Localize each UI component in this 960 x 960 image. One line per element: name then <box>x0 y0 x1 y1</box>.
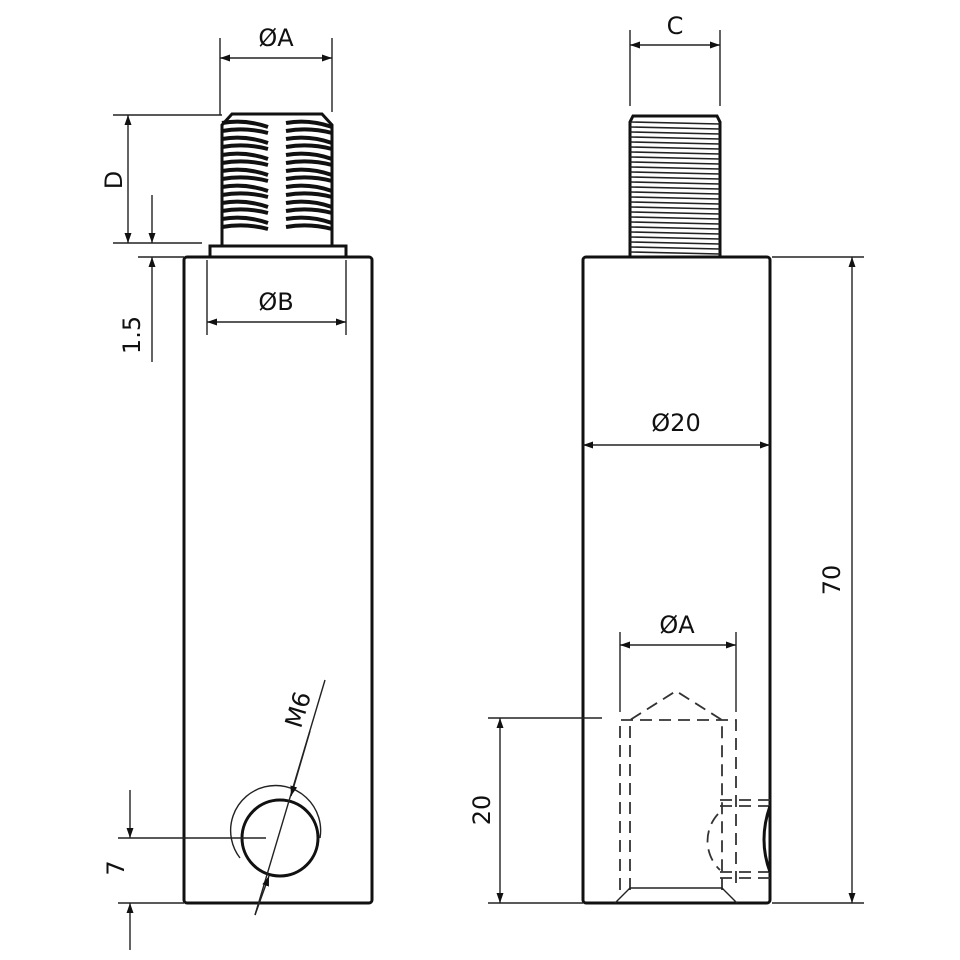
dim-bore-diameter: ØA <box>619 611 737 712</box>
thread-coil <box>221 167 269 183</box>
thread-line <box>629 236 721 240</box>
thread-line <box>629 176 721 180</box>
dim-label-thread-width: C <box>667 12 684 40</box>
dim-label-bore-diameter: ØA <box>659 611 695 639</box>
left-collar <box>208 244 348 257</box>
dim-label-collar: 1.5 <box>118 316 146 354</box>
thread-coil <box>285 215 333 231</box>
thread-line <box>629 141 721 145</box>
thread-line <box>629 166 721 170</box>
thread-coil <box>285 135 333 151</box>
thread-line <box>629 171 721 175</box>
dim-label-collar-diameter: ØB <box>258 288 293 316</box>
thread-line <box>629 161 721 165</box>
dim-thread-width: C <box>629 12 721 106</box>
thread-line <box>629 206 721 210</box>
thread-coil <box>221 215 269 231</box>
cross-hole-cut <box>762 805 772 873</box>
thread-line <box>629 121 721 125</box>
thread-line <box>629 191 721 195</box>
thread-line <box>629 156 721 160</box>
dim-label-thread-length: D <box>100 171 128 189</box>
thread-line <box>629 246 721 250</box>
thread-coil <box>221 135 269 151</box>
thread-line <box>629 241 721 245</box>
thread-line <box>629 251 721 255</box>
right-thread-outline <box>628 114 722 257</box>
dim-label-hole-position: 7 <box>102 860 130 875</box>
thread-line <box>629 181 721 185</box>
thread-line <box>629 186 721 190</box>
dim-label-bore-depth: 20 <box>468 795 496 826</box>
left-thread-coils <box>221 119 333 231</box>
dim-label-thread-diameter: ØA <box>258 24 294 52</box>
thread-line <box>629 126 721 130</box>
thread-line <box>629 226 721 230</box>
bore-hidden-outer <box>619 719 737 890</box>
left-view <box>182 112 374 905</box>
thread-line <box>629 231 721 235</box>
dim-body-diameter: Ø20 <box>583 409 770 449</box>
cross-hole-thread-arc <box>229 784 322 859</box>
dim-cross-hole-thread: M6 <box>254 679 326 916</box>
thread-line <box>629 201 721 205</box>
dim-thread-length: D <box>100 114 222 244</box>
thread-line <box>629 221 721 225</box>
thread-line <box>629 216 721 220</box>
thread-coil <box>285 119 333 135</box>
dim-label-body-diameter: Ø20 <box>651 409 700 437</box>
dim-label-total-length: 70 <box>818 565 846 596</box>
right-body <box>581 255 772 905</box>
thread-line <box>629 196 721 200</box>
dim-total-length: 70 <box>772 256 864 904</box>
bore-bottom-chamfer <box>614 887 738 904</box>
thread-coil <box>221 151 269 167</box>
thread-coil <box>221 183 269 199</box>
thread-coil <box>285 199 333 215</box>
thread-coil <box>221 199 269 215</box>
left-body <box>182 255 374 905</box>
dim-collar-diameter: ØB <box>206 260 347 335</box>
thread-coil <box>285 151 333 167</box>
dim-hole-position: 7 <box>102 790 266 950</box>
thread-line <box>629 211 721 215</box>
thread-line <box>629 136 721 140</box>
dim-collar: 1.5 <box>118 195 184 362</box>
thread-coil <box>221 119 269 135</box>
thread-line <box>629 146 721 150</box>
thread-coil <box>285 183 333 199</box>
right-view <box>581 114 772 905</box>
thread-line <box>629 131 721 135</box>
thread-line <box>629 151 721 155</box>
cross-hole-hidden <box>706 799 770 879</box>
dim-bore-depth: 20 <box>468 717 602 904</box>
right-thread-lines <box>629 121 721 255</box>
thread-coil <box>285 167 333 183</box>
dim-thread-diameter: ØA <box>219 24 333 115</box>
